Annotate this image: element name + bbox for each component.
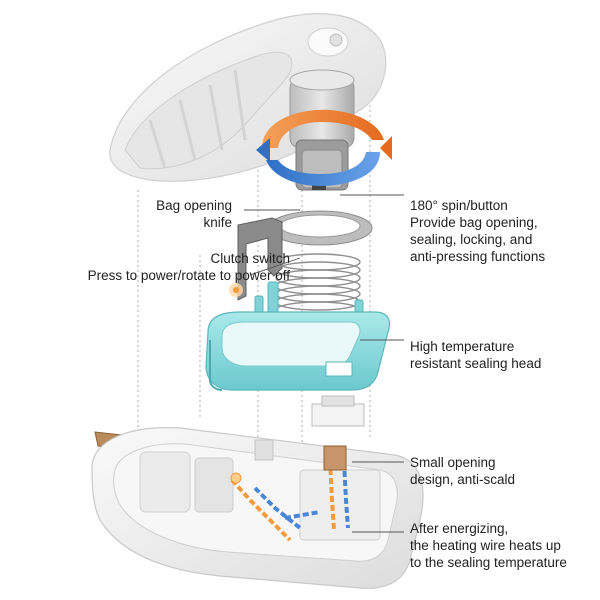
- label-bag-opening-knife: Bag opening knife: [156, 197, 232, 231]
- label-spin-button: 180° spin/button Provide bag opening, se…: [410, 197, 545, 265]
- label-line: to the sealing temperature: [410, 555, 567, 570]
- leader-lines: [244, 194, 404, 533]
- heating-wire-icon: [230, 459, 350, 542]
- label-heating-wire: After energizing, the heating wire heats…: [410, 520, 567, 571]
- label-line: Bag opening: [156, 198, 232, 213]
- label-line: Press to power/rotate to power off: [87, 268, 290, 283]
- rotation-arrow-icon: [256, 109, 392, 186]
- label-line: the heating wire heats up: [410, 538, 561, 553]
- label-line: Clutch switch: [210, 251, 290, 266]
- label-line: resistant sealing head: [410, 356, 542, 371]
- label-line: Provide bag opening,: [410, 215, 538, 230]
- label-line: Small opening: [410, 455, 496, 470]
- sealing-head: [205, 311, 391, 391]
- bag-opening-knife: [237, 217, 283, 301]
- label-sealing-head: High temperature resistant sealing head: [410, 338, 541, 372]
- label-line: High temperature: [410, 339, 515, 354]
- label-line: 180° spin/button: [410, 198, 508, 213]
- small-opening-block: [311, 395, 365, 427]
- washer-ring: [267, 210, 373, 246]
- clutch-switch-indicator: [229, 283, 243, 297]
- heating-terminal: [230, 445, 347, 484]
- label-line: anti-pressing functions: [410, 249, 546, 264]
- label-line: After energizing,: [410, 521, 509, 536]
- label-clutch-switch: Clutch switch Press to power/rotate to p…: [88, 250, 290, 284]
- top-shell: [109, 13, 387, 182]
- label-line: sealing, locking, and: [410, 232, 533, 247]
- label-line: design, anti-scald: [410, 472, 516, 487]
- label-small-opening: Small opening design, anti-scald: [410, 454, 515, 488]
- label-line: knife: [203, 215, 232, 230]
